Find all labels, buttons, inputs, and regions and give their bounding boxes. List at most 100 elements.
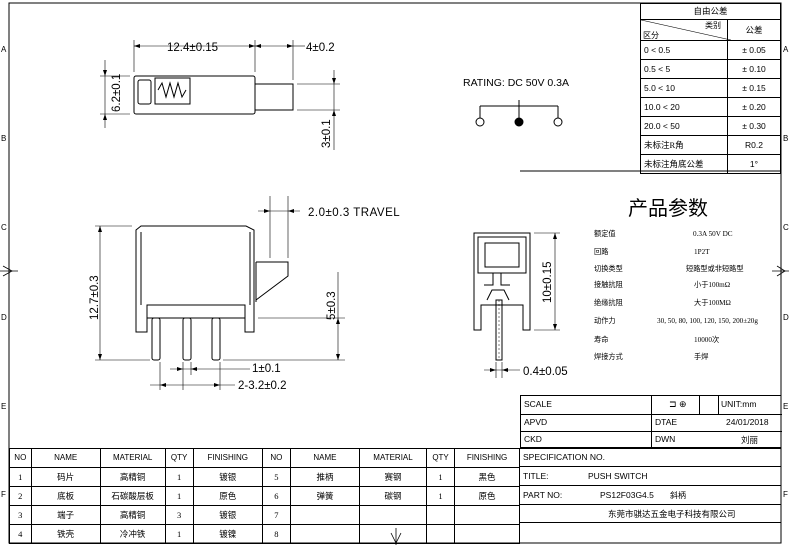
bom-header-finishing: FINISHING [454, 448, 520, 468]
tolerance-value: ± 0.30 [727, 116, 781, 136]
tolerance-value: ± 0.05 [727, 40, 781, 60]
bom-cell-material: 冷冲铁 [99, 524, 166, 544]
bom-cell-material: 赛钢 [359, 467, 427, 487]
bom-cell-name: 码片 [30, 467, 101, 487]
bom-cell-no: 1 [9, 467, 32, 487]
title-block: SCALE ⊐ ⊕ UNIT:mm APVD DTAE 24/01/2018 C… [520, 395, 782, 449]
bom-cell-finishing: 镀银 [192, 467, 263, 487]
tolerance-range: 0.5 < 5 [640, 59, 728, 79]
date-label: DTAE [655, 417, 678, 427]
spec-value: 手焊 [694, 352, 708, 361]
bom-header-material: MATERIAL [359, 448, 427, 468]
dim-travel: 2.0±0.3 TRAVEL [308, 207, 400, 219]
row-letter-f-right: F [783, 490, 788, 499]
part-no-label: PART NO: [523, 490, 563, 500]
tolerance-row: 0.5 < 5± 0.10 [640, 59, 781, 79]
tolerance-range: 0 < 0.5 [640, 40, 728, 60]
tolerance-row: 5.0 < 10± 0.15 [640, 78, 781, 98]
bom-cell-qty [425, 505, 456, 525]
dim-height-top: 6.2±0.1 [111, 74, 123, 112]
bom-cell-material: 高精铜 [99, 505, 166, 525]
row-letter-d: D [1, 313, 7, 322]
dim-length: 12.4±0.15 [167, 42, 218, 54]
bom-cell-finishing [454, 524, 520, 544]
bom-cell-qty: 1 [164, 467, 194, 487]
dwn-label: DWN [655, 434, 676, 444]
tolerance-header-range: 区分 [643, 31, 659, 40]
spec-no-label: SPECIFICATION NO. [523, 452, 606, 462]
spec-label: 回路 [594, 247, 608, 256]
row-letter-a-right: A [783, 45, 789, 54]
scale-label: SCALE [524, 399, 552, 409]
dim-shaft: 4±0.2 [306, 42, 335, 54]
bom-cell-no: 6 [261, 486, 291, 506]
date-value: 24/01/2018 [726, 417, 769, 427]
part-no-value: PS12F03G4.5 [600, 490, 654, 500]
bom-header-finishing: FINISHING [192, 448, 263, 468]
bom-cell-material [359, 505, 427, 525]
bom-cell-qty: 1 [425, 486, 456, 506]
tolerance-range: 未标注角底公差 [640, 154, 728, 174]
dim-side-height: 10±0.15 [542, 262, 554, 304]
tolerance-header-class: 类别 [705, 21, 721, 30]
bom-cell-finishing: 镀镍 [192, 524, 263, 544]
drawer-name: 刘丽 [741, 435, 759, 445]
bom-cell-no: 8 [261, 524, 291, 544]
row-letter-b-right: B [783, 134, 788, 143]
tolerance-row: 10.0 < 20± 0.20 [640, 97, 781, 117]
spec-value: 30, 50, 80, 100, 120, 150, 200±20g [657, 317, 758, 325]
bom-cell-material: 碳钢 [359, 486, 427, 506]
apvd-label: APVD [524, 417, 548, 427]
dim-pin-width: 1±0.1 [252, 363, 281, 375]
dim-body-height: 12.7±0.3 [89, 275, 101, 320]
spec-label: 切换类型 [594, 264, 623, 273]
tolerance-header-cell: 类别 区分 [640, 19, 731, 41]
tolerance-row: 0 < 0.5± 0.05 [640, 40, 781, 60]
bom-cell-no: 4 [9, 524, 32, 544]
row-letter-e: E [1, 402, 6, 411]
bom-cell-name: 底板 [30, 486, 101, 506]
bom-cell-finishing: 原色 [454, 486, 520, 506]
bom-header-no: NO [9, 448, 32, 468]
dim-pin-thickness: 0.4±0.05 [523, 366, 568, 378]
tolerance-title: 自由公差 [640, 3, 781, 20]
bom-cell-finishing: 镀银 [192, 505, 263, 525]
bom-cell-name: 弹簧 [289, 486, 361, 506]
front-view [95, 196, 345, 390]
spec-label: 绝缘抗阻 [594, 298, 623, 307]
row-letter-f: F [1, 490, 6, 499]
title-block-lower: SPECIFICATION NO. TITLE: PUSH SWITCH PAR… [520, 448, 781, 543]
spec-title: 产品参数 [628, 197, 708, 220]
bom-cell-qty: 3 [164, 505, 194, 525]
bom-cell-finishing: 原色 [192, 486, 263, 506]
spec-value: 小于100mΩ [694, 280, 730, 289]
side-view [473, 232, 560, 378]
dim-pitch: 2-3.2±0.2 [238, 380, 287, 392]
dim-shaft-dia: 3±0.1 [321, 119, 333, 148]
bom-cell-qty: 1 [164, 486, 194, 506]
bom-cell-material: 石碳酸层板 [99, 486, 166, 506]
switch-schematic [475, 100, 563, 127]
projection-icon: ⊐ ⊕ [669, 399, 687, 409]
row-letter-e-right: E [783, 402, 788, 411]
tolerance-value: ± 0.10 [727, 59, 781, 79]
row-letter-c: C [1, 223, 7, 232]
tolerance-range: 未标注R角 [640, 135, 728, 155]
spec-value: 0.3A 50V DC [693, 230, 733, 238]
bom-header-qty: QTY [425, 448, 456, 468]
bom-cell-qty [425, 524, 456, 544]
bom-cell-no: 7 [261, 505, 291, 525]
bom-cell-name [289, 505, 361, 525]
bom-cell-name: 推柄 [289, 467, 361, 487]
tolerance-range: 5.0 < 10 [640, 78, 728, 98]
bom-cell-material [359, 524, 427, 544]
tolerance-value: ± 0.20 [727, 97, 781, 117]
bom-cell-no: 5 [261, 467, 291, 487]
